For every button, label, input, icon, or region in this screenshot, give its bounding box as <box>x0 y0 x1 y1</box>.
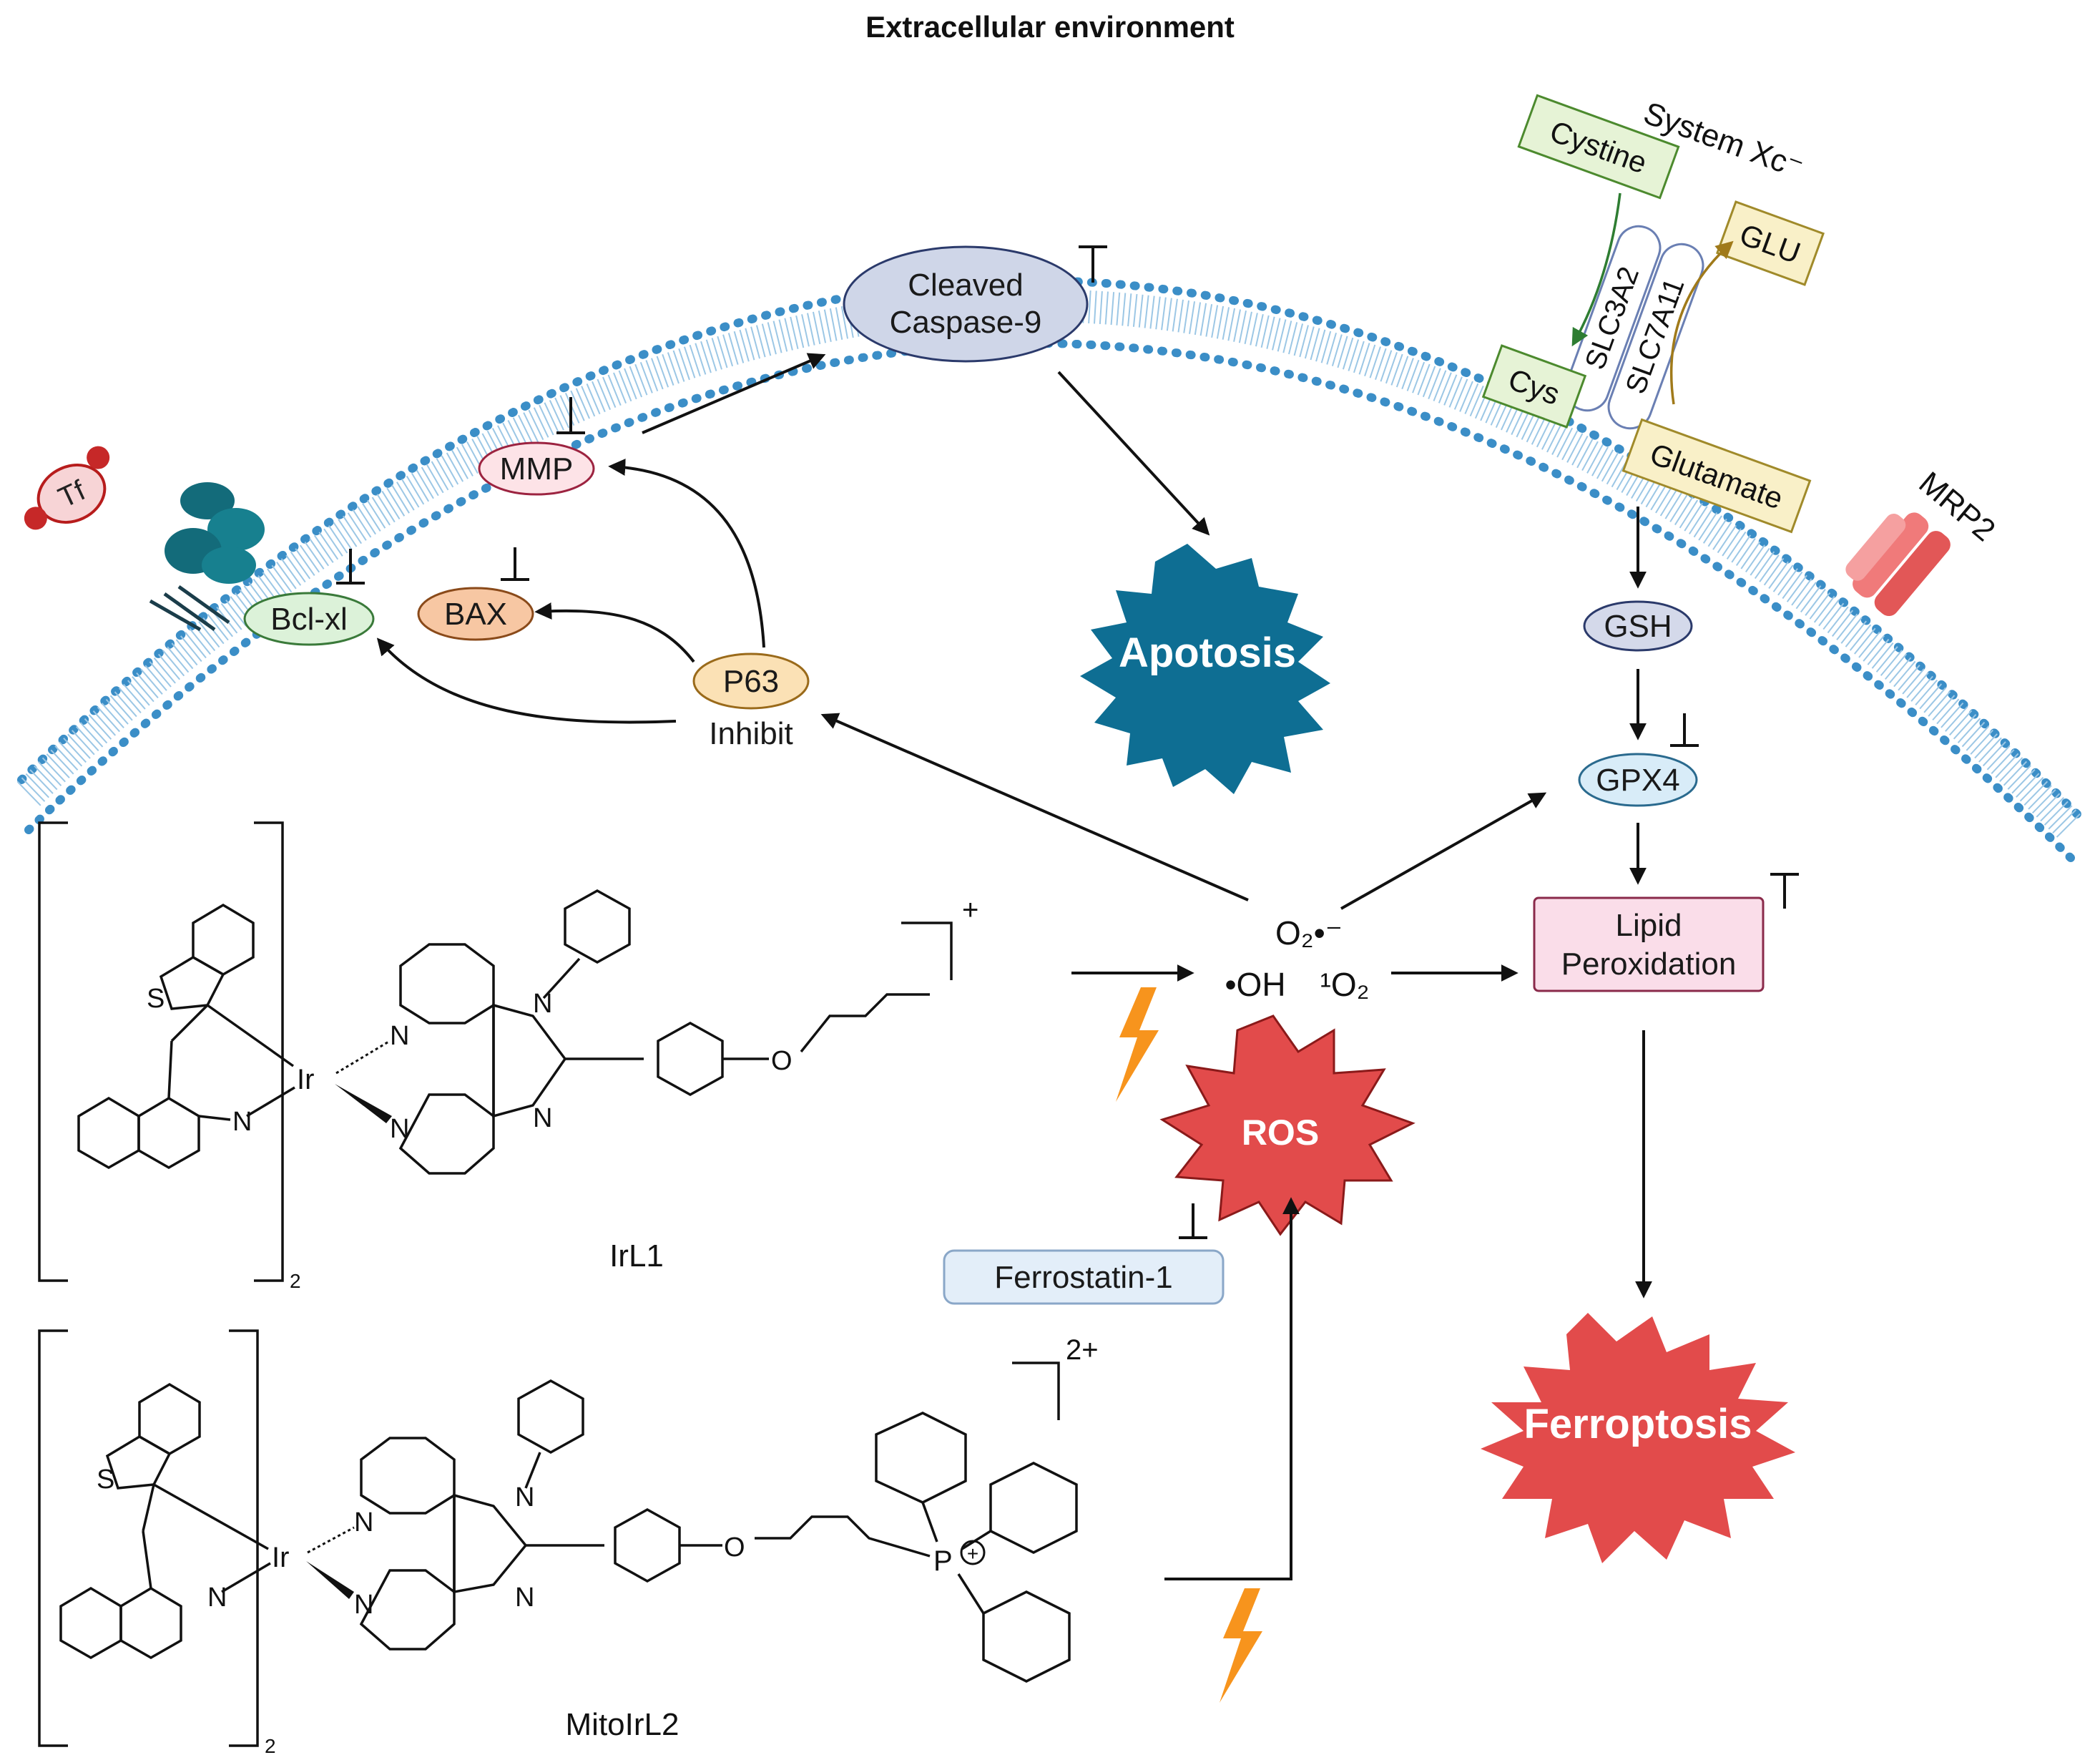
bax-label: BAX <box>444 597 507 632</box>
irl1-n5: N <box>533 1103 552 1133</box>
mitoirl2-name: MitoIrL2 <box>566 1707 679 1742</box>
mitoirl2-plus: + <box>967 1543 978 1565</box>
cell-membrane <box>16 276 2084 863</box>
bax-inhibit-symbol <box>501 547 529 581</box>
mitoirl2-sulfur: S <box>97 1465 114 1495</box>
apoptosis-label: Apotosis <box>1119 630 1296 676</box>
p63-to-bclxl-arrow <box>376 637 677 724</box>
transferrin-receptor <box>149 482 265 632</box>
irl1-n2: N <box>390 1021 409 1051</box>
irl1-structure: 2 S N Ir N N N N O <box>38 821 978 1292</box>
ferroptosis-label: Ferroptosis <box>1524 1401 1752 1447</box>
cystine-import-arrow <box>1571 192 1621 347</box>
mitoirl2-bracket-subscript: 2 <box>265 1735 276 1757</box>
gsh-node: GSH <box>1583 600 1693 652</box>
ferrostatin-label: Ferrostatin-1 <box>994 1260 1172 1295</box>
irl1-n1: N <box>232 1107 252 1137</box>
p63-to-mmp-arrow <box>608 459 765 648</box>
cys-box: Cys <box>1481 344 1587 429</box>
mmp-label: MMP <box>500 451 574 487</box>
mitoirl2-charge: 2+ <box>1066 1334 1099 1366</box>
p63-label: P63 <box>723 664 779 699</box>
mitoirl2-n1: N <box>207 1583 227 1613</box>
irl1-charge: + <box>962 894 978 926</box>
mmp-node: MMP <box>478 441 595 496</box>
singlet-oxygen-label: ¹O₂ <box>1320 966 1370 1003</box>
mitoirl2-n5: N <box>515 1583 534 1613</box>
ros-to-gpx4-arrow <box>1340 792 1547 910</box>
mitoirl2-oxygen: O <box>724 1532 745 1563</box>
ferrostatin-node: Ferrostatin-1 <box>943 1249 1225 1305</box>
apoptosis-burst: Apotosis <box>1080 544 1330 794</box>
gpx4-label: GPX4 <box>1596 763 1679 798</box>
irl1-n4: N <box>533 989 552 1019</box>
irl1-sulfur: S <box>147 984 165 1014</box>
bax-node: BAX <box>417 587 534 641</box>
hydroxyl-label: •OH <box>1225 966 1285 1003</box>
ferroptosis-burst: Ferroptosis <box>1481 1313 1795 1563</box>
caspase-node: Cleaved Caspase-9 <box>843 245 1089 363</box>
lipid-inhibit-symbol <box>1770 873 1799 909</box>
irl1-bracket-subscript: 2 <box>290 1270 301 1292</box>
irl1-name: IrL1 <box>609 1238 664 1273</box>
superoxide-label: O₂•⁻ <box>1275 914 1343 952</box>
lipid-peroxidation-node: Lipid Peroxidation <box>1533 896 1765 992</box>
mitoirl2-structure: 2 S N Ir N N N N O P + <box>38 1329 1099 1757</box>
ros-to-p63-arrow <box>820 713 1249 901</box>
mrp2-transporter <box>1845 512 1951 617</box>
mitoirl2-iridium: Ir <box>272 1542 289 1573</box>
p63-node: P63 <box>692 652 810 710</box>
irl1-iridium: Ir <box>297 1064 314 1095</box>
lipid-line2: Peroxidation <box>1561 947 1737 982</box>
caspase-line2: Caspase-9 <box>890 305 1042 340</box>
lipid-line1: Lipid <box>1616 908 1682 943</box>
glu-box: GLU <box>1716 200 1825 286</box>
inhibit-label: Inhibit <box>709 716 793 751</box>
irl1-oxygen: O <box>771 1046 793 1076</box>
caspase-line1: Cleaved <box>908 268 1023 303</box>
bclxl-node: Bcl-xl <box>243 592 375 646</box>
ferrostatin-inhibit-symbol <box>1179 1203 1207 1239</box>
glutamate-export-arrow <box>1669 240 1734 405</box>
bclxl-label: Bcl-xl <box>270 602 348 637</box>
ros-label: ROS <box>1242 1113 1319 1153</box>
glutamate-box: Glutamate <box>1621 418 1812 534</box>
mitoirl2-phosphorus: P <box>933 1545 953 1577</box>
lightning-icon <box>1220 1588 1262 1703</box>
caspase-inhibit-symbol <box>1079 245 1107 283</box>
mmp-to-caspase-arrow <box>642 353 826 434</box>
mitoirl2-n4: N <box>515 1482 534 1512</box>
mmp-inhibit-symbol <box>556 397 585 434</box>
caspase-to-apoptosis-arrow <box>1057 371 1210 536</box>
gpx4-inhibit-symbol <box>1670 713 1699 747</box>
page-title: Extracellular environment <box>865 10 1235 44</box>
gsh-label: GSH <box>1604 609 1672 644</box>
ros-burst: ROS <box>1159 1015 1415 1236</box>
p63-to-bax-arrow <box>534 602 695 663</box>
mitoirl2-to-ros-arrow <box>1164 1197 1300 1580</box>
gpx4-node: GPX4 <box>1578 753 1698 807</box>
lightning-icon <box>1116 987 1159 1102</box>
mitoirl2-n2: N <box>354 1507 373 1537</box>
tf-ligand: Tf <box>24 446 110 530</box>
bclxl-inhibit-symbol <box>336 549 365 585</box>
mrp2-label: MRP2 <box>1913 465 2002 548</box>
